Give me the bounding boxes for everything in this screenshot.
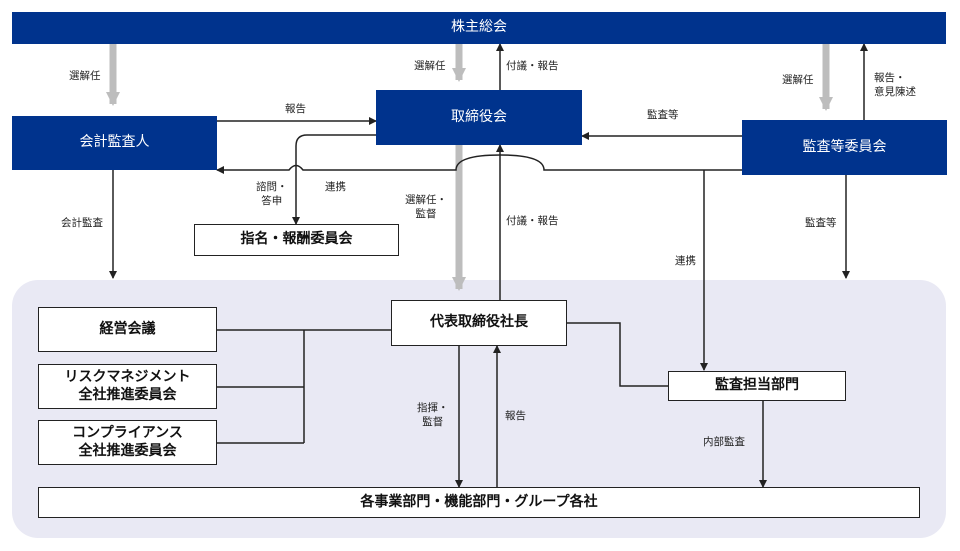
audit-committee: 監査等委員会	[742, 120, 947, 175]
label-cooperation-2: 連携	[675, 255, 696, 267]
label-direct-supervise: 指揮・ 監督	[417, 402, 449, 429]
arrow-board-to-nomination	[292, 134, 376, 225]
label-elect-committee: 選解任	[782, 74, 814, 86]
label-elect-auditor: 選解任	[69, 70, 101, 82]
arrow-cooperation-auditor	[216, 154, 742, 174]
label-report-board-sh: 付議・報告	[506, 60, 559, 72]
label-report-committee-sh: 報告・ 意見陳述	[874, 72, 916, 99]
risk-committee: リスクマネジメント 全社推進委員会	[38, 364, 217, 409]
nomination-committee: 指名・報酬委員会	[194, 224, 399, 256]
label-audit-down: 監査等	[805, 217, 837, 229]
label-cooperation-1: 連携	[325, 181, 346, 193]
label-elect-supervise: 選解任・ 監督	[405, 194, 447, 221]
label-report-divisions: 報告	[505, 410, 526, 422]
line-president-internal	[567, 322, 668, 387]
internal-audit-dept: 監査担当部門	[668, 371, 846, 401]
label-audit-to-board: 監査等	[647, 109, 679, 121]
business-divisions: 各事業部門・機能部門・グループ各社	[38, 487, 920, 518]
board-of-directors: 取締役会	[376, 90, 582, 145]
label-consult: 諮問・ 答申	[256, 181, 288, 208]
shareholders-meeting: 株主総会	[12, 12, 946, 44]
label-report-president: 付議・報告	[506, 215, 559, 227]
label-accounting-audit: 会計監査	[61, 217, 103, 229]
compliance-committee: コンプライアンス 全社推進委員会	[38, 420, 217, 465]
risk-committee-label: リスクマネジメント 全社推進委員会	[64, 369, 191, 403]
label-internal-audit: 内部監査	[703, 436, 745, 448]
accounting-auditor: 会計監査人	[12, 116, 217, 170]
label-elect-board: 選解任	[414, 60, 446, 72]
compliance-committee-label: コンプライアンス 全社推進委員会	[72, 425, 183, 459]
label-report-auditor: 報告	[285, 103, 306, 115]
management-meeting: 経営会議	[38, 307, 217, 352]
president: 代表取締役社長	[391, 300, 567, 346]
